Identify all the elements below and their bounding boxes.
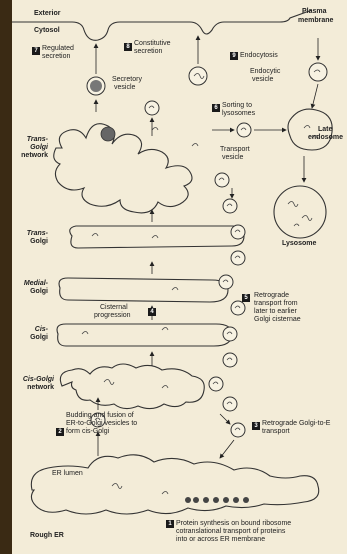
label-sorting-2: lysosomes [222,110,255,118]
trans-golgi-cisterna [70,226,244,248]
label-synth-1: Protein synthesis on bound ribosome [176,520,291,528]
label-budding-2: ER-to-Golgi vesicles to [66,420,137,428]
label-late-endosome-1: Late [318,126,332,134]
step-1-badge: 1 [166,520,174,528]
label-rough-er: Rough ER [30,532,64,540]
diagram-page: 7 8 9 6 4 5 2 3 1 Exterior Cytosol Plasm… [12,0,347,554]
label-medial-golgi-2: Golgi [14,288,48,296]
label-plasma-2: membrane [298,17,333,25]
step-4-badge: 4 [148,308,156,316]
label-tgn-3: network [14,152,48,160]
label-regulated-1: Regulated [42,45,74,53]
label-endocytic-1: Endocytic [250,68,280,76]
label-late-endosome-2: endosome [308,134,343,142]
label-constitutive-1: Constitutive [134,40,171,48]
label-budding-1: Budding and fusion of [66,412,134,420]
label-cgn-1: Cis-Golgi [14,376,54,384]
step-2-badge: 2 [56,428,64,436]
label-retro-1: Retrograde [254,292,289,300]
label-cytosol: Cytosol [34,27,60,35]
label-exterior: Exterior [34,10,60,18]
label-cisternal-1: Cisternal [100,304,128,312]
label-retro-2: transport from [254,300,298,308]
medial-golgi-cisterna [59,278,228,302]
label-sorting-1: Sorting to [222,102,252,110]
label-regulated-2: secretion [42,53,70,61]
label-endocytic-2: vesicle [252,76,273,84]
label-transport-1: Transport [220,146,250,154]
trans-golgi-network [54,124,192,213]
label-medial-golgi-1: Medial- [14,280,48,288]
cis-golgi-cisterna [57,324,232,346]
step-6-badge: 6 [212,104,220,112]
step-8-badge: 8 [124,43,132,51]
label-retro-er-1: Retrograde Golgi-to-E [262,420,330,428]
label-budding-3: form cis-Golgi [66,428,109,436]
transport-vesicle [237,123,251,137]
step-3-badge: 3 [252,422,260,430]
label-cis-golgi-1: Cis- [14,326,48,334]
label-trans-golgi-2: Golgi [14,238,48,246]
label-retro-er-2: transport [262,428,290,436]
step-7-badge: 7 [32,47,40,55]
label-cisternal-2: progression [94,312,131,320]
step-9-badge: 9 [230,52,238,60]
cis-golgi-network [60,364,204,409]
step-5-badge: 5 [242,294,250,302]
label-constitutive-2: secretion [134,48,162,56]
constitutive-vesicle [189,67,207,85]
label-er-lumen: ER lumen [52,470,83,478]
label-synth-3: into or across ER membrane [176,536,265,544]
label-synth-2: cotranslational transport of proteins [176,528,285,536]
label-retro-3: later to earlier [254,308,297,316]
label-lysosome: Lysosome [282,240,316,248]
label-transport-2: vesicle [222,154,243,162]
label-retro-4: Golgi cisternae [254,316,301,324]
label-endocytosis: Endocytosis [240,52,278,60]
label-cgn-2: network [14,384,54,392]
label-secretory-2: vesicle [114,84,135,92]
label-tgn-2: Golgi [14,144,48,152]
label-cis-golgi-2: Golgi [14,334,48,342]
endocytic-vesicle [309,63,327,81]
label-secretory-1: Secretory [112,76,142,84]
rough-er [31,455,318,514]
label-trans-golgi-1: Trans- [14,230,48,238]
lysosome-organelle [274,186,326,238]
label-plasma-1: Plasma [302,8,327,16]
label-tgn-1: Trans- [14,136,48,144]
